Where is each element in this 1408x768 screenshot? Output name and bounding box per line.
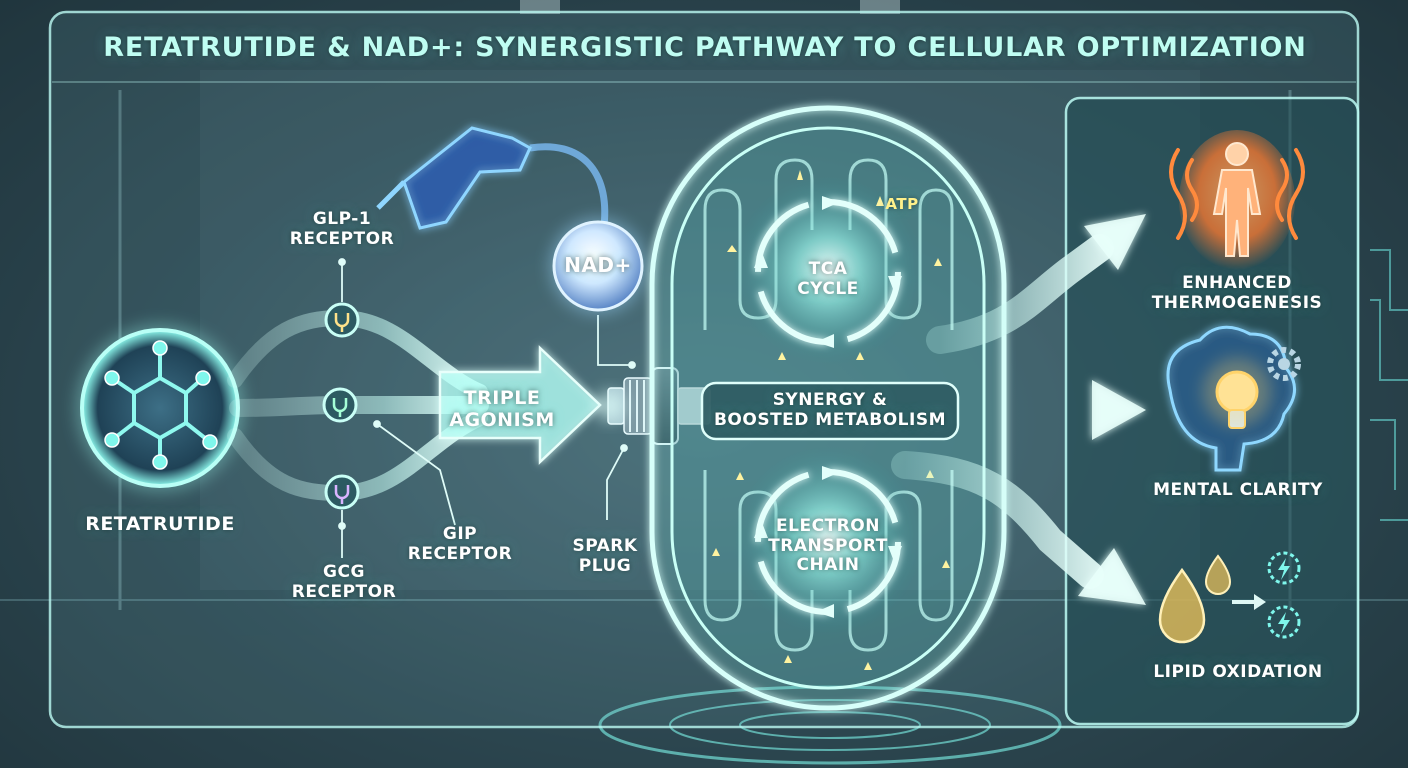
gip-line2: RECEPTOR bbox=[407, 543, 513, 564]
thermogenesis-icon bbox=[1169, 130, 1305, 270]
electron-transport-chain-label: ELECTRON TRANSPORT CHAIN bbox=[758, 516, 898, 576]
mental-clarity-label: MENTAL CLARITY bbox=[1153, 480, 1323, 500]
synergy-line1: SYNERGY & bbox=[772, 390, 888, 410]
spark-plug-label: SPARK PLUG bbox=[555, 536, 655, 576]
mental-clarity-icon bbox=[1166, 325, 1301, 472]
synergy-label: SYNERGY & BOOSTED METABOLISM bbox=[704, 390, 956, 430]
lipid-oxidation-icon bbox=[1158, 551, 1301, 644]
gcg-receptor-label: GCG RECEPTOR bbox=[284, 562, 404, 602]
receptor-nodes bbox=[322, 302, 360, 510]
gip-receptor-label: GIP RECEPTOR bbox=[400, 524, 520, 564]
tca-line1: TCA bbox=[808, 259, 848, 279]
energy-bolt-icon bbox=[1267, 605, 1301, 639]
circuit-traces bbox=[1370, 249, 1408, 521]
gip-receptor-node bbox=[322, 387, 358, 423]
callout-lines bbox=[338, 258, 636, 558]
glp1-receptor-node bbox=[324, 302, 360, 338]
triple-agonism-arrow bbox=[438, 345, 602, 465]
nad-label: NAD+ bbox=[564, 253, 632, 277]
thermo-line2: THERMOGENESIS bbox=[1151, 292, 1323, 313]
gcg-receptor-node bbox=[324, 474, 360, 510]
etc-line1: ELECTRON bbox=[776, 516, 880, 536]
tca-line2: CYCLE bbox=[797, 278, 859, 299]
agonism-line1: TRIPLE bbox=[463, 387, 541, 409]
glp1-line1: GLP-1 bbox=[312, 209, 372, 229]
thermogenesis-label: ENHANCED THERMOGENESIS bbox=[1142, 273, 1332, 313]
agonism-line2: AGONISM bbox=[449, 408, 555, 431]
etc-line2: TRANSPORT bbox=[768, 535, 888, 556]
retatrutide-label: RETATRUTIDE bbox=[85, 513, 235, 535]
thermo-line1: ENHANCED bbox=[1182, 273, 1292, 293]
energy-bolt-icon bbox=[1267, 551, 1301, 585]
glp1-receptor-label: GLP-1 RECEPTOR bbox=[282, 209, 402, 249]
etc-line3: CHAIN bbox=[796, 555, 860, 576]
atp-label: ATP bbox=[885, 195, 919, 213]
spark-line1: SPARK bbox=[572, 536, 638, 556]
synergy-line2: BOOSTED METABOLISM bbox=[713, 409, 947, 430]
outcome-arrows bbox=[891, 214, 1146, 605]
gcg-line2: RECEPTOR bbox=[291, 581, 397, 602]
lipid-oxidation-label: LIPID OXIDATION bbox=[1153, 662, 1323, 682]
triple-agonism-label: TRIPLE AGONISM bbox=[432, 387, 572, 432]
gip-line1: GIP bbox=[442, 524, 478, 544]
tca-cycle-label: TCA CYCLE bbox=[778, 259, 878, 299]
spark-line2: PLUG bbox=[578, 555, 632, 576]
page-title: RETATRUTIDE & NAD+: SYNERGISTIC PATHWAY … bbox=[103, 32, 1307, 63]
nad-orb bbox=[550, 218, 646, 314]
gcg-line1: GCG bbox=[323, 562, 365, 582]
retatrutide-molecule bbox=[76, 324, 244, 492]
glp1-line2: RECEPTOR bbox=[289, 228, 395, 249]
